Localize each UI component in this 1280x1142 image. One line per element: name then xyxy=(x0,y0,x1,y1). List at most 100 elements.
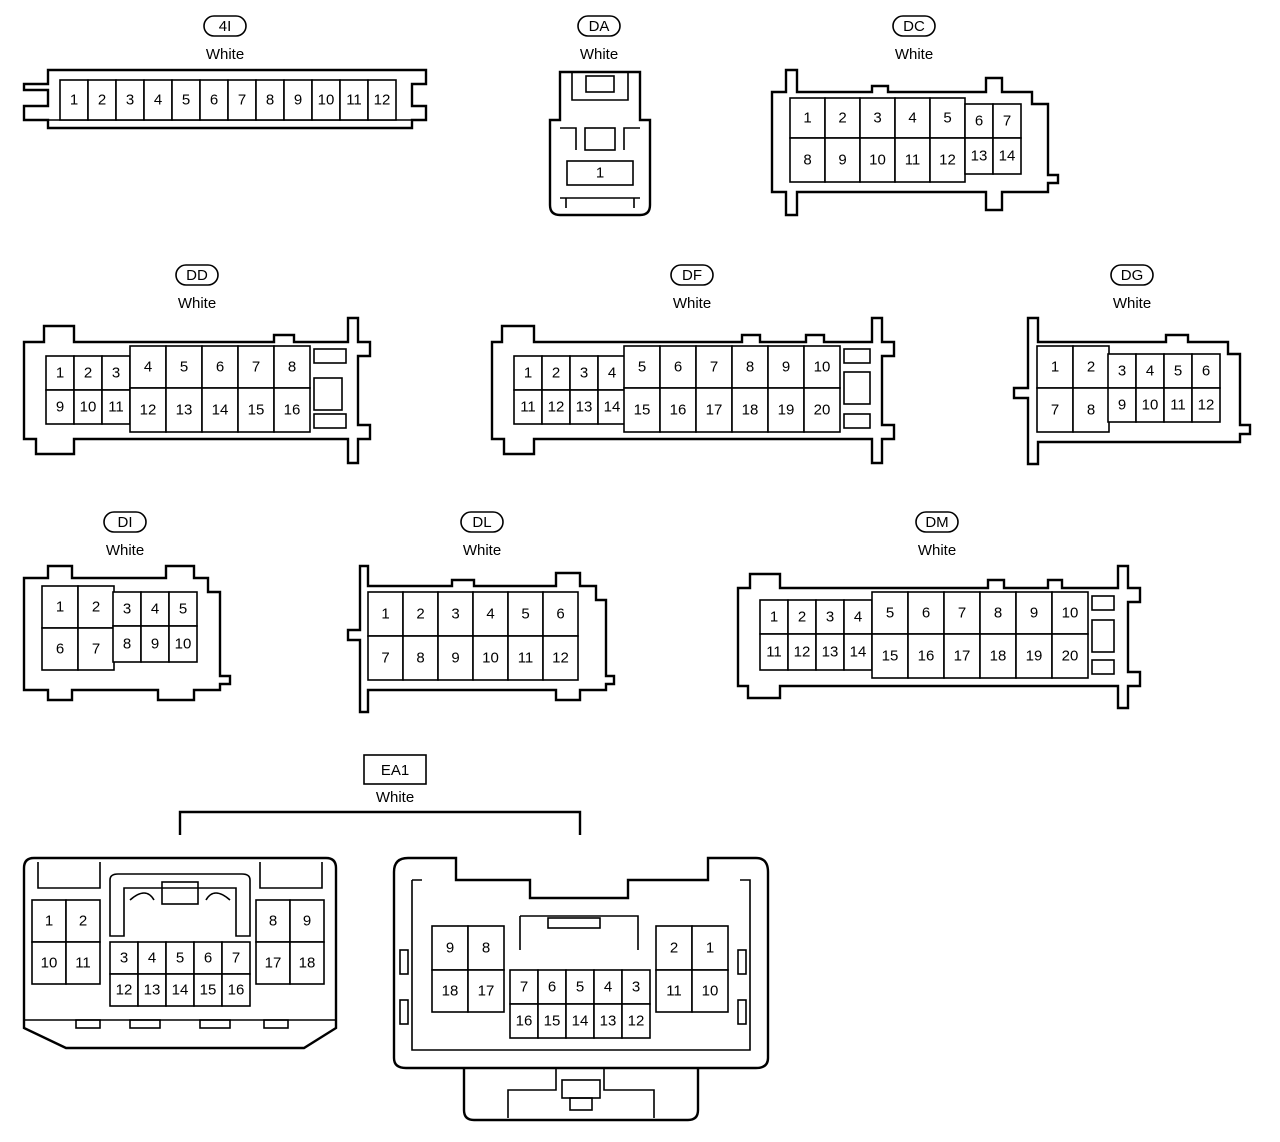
connector-code-badge xyxy=(460,511,504,533)
connector-housing xyxy=(22,564,232,702)
pin-cell xyxy=(843,599,873,635)
pin-number: 4 xyxy=(486,606,494,623)
pin-cell xyxy=(59,79,89,121)
pin-number: 3 xyxy=(632,979,640,996)
pin-cell xyxy=(691,969,729,1013)
pin-cell xyxy=(992,103,1022,139)
pin-number: 14 xyxy=(999,148,1016,165)
pin-number: 10 xyxy=(318,92,335,109)
pin-cell xyxy=(283,79,313,121)
pin-cell xyxy=(273,345,311,389)
housing-rails xyxy=(560,127,640,150)
pin-number: 7 xyxy=(238,92,246,109)
pin-number: 1 xyxy=(706,940,714,957)
pin-cell xyxy=(907,633,945,679)
pin-number: 4 xyxy=(151,601,159,618)
connector-color: White xyxy=(463,542,501,559)
pin-number: 1 xyxy=(524,365,532,382)
pin-number: 3 xyxy=(451,606,459,623)
pin-number: 10 xyxy=(482,650,499,667)
connector-color: White xyxy=(918,542,956,559)
pin-number: 3 xyxy=(826,609,834,626)
pin-number: 7 xyxy=(1003,113,1011,130)
housing-foot xyxy=(129,1019,161,1029)
pin-number: 11 xyxy=(1170,397,1186,414)
skirt-rails xyxy=(507,1068,655,1118)
skirt-lock xyxy=(561,1079,601,1099)
connector-code: 4I xyxy=(219,18,232,35)
pin-number: 4 xyxy=(608,365,616,382)
pin-number: 11 xyxy=(108,399,124,416)
pin-number: 13 xyxy=(822,644,839,661)
ea1-left-housing xyxy=(22,856,338,1050)
pin-number: 9 xyxy=(446,940,454,957)
pin-number: 12 xyxy=(1198,397,1215,414)
connector-housing xyxy=(346,564,616,714)
pin-cell xyxy=(467,969,505,1013)
pin-cell xyxy=(129,387,167,433)
pin-number: 11 xyxy=(518,650,534,667)
pin-number: 14 xyxy=(572,1013,589,1030)
pin-number: 5 xyxy=(182,92,190,109)
connector-housing xyxy=(490,316,896,465)
pin-cell xyxy=(1107,387,1137,423)
connector-code-box xyxy=(363,754,427,785)
pin-number: 8 xyxy=(803,152,811,169)
pin-cell xyxy=(77,627,115,671)
pin-cell xyxy=(165,941,195,975)
pin-number: 6 xyxy=(674,359,682,376)
pin-cell xyxy=(168,625,198,663)
connector-color: White xyxy=(178,295,216,312)
connector-code-badge xyxy=(175,264,219,286)
pin-cell xyxy=(437,635,474,681)
pin-number: 8 xyxy=(416,650,424,667)
pin-number: 2 xyxy=(670,940,678,957)
pin-cell xyxy=(759,599,789,635)
pin-cell xyxy=(467,925,505,971)
pin-number: 4 xyxy=(144,359,152,376)
pin-number: 17 xyxy=(265,955,282,972)
housing-latch xyxy=(571,72,629,101)
housing-slot xyxy=(1091,595,1115,611)
pin-number: 16 xyxy=(284,402,301,419)
pin-cell xyxy=(542,635,579,681)
pin-number: 7 xyxy=(958,605,966,622)
pin-number: 11 xyxy=(75,955,91,972)
connector-code: DI xyxy=(118,514,133,531)
pin-number: 2 xyxy=(552,365,560,382)
pin-number: 2 xyxy=(798,609,806,626)
pin-cell xyxy=(1036,387,1074,433)
pin-cell xyxy=(193,973,223,1007)
pin-number: 3 xyxy=(873,110,881,127)
pin-number: 15 xyxy=(634,402,651,419)
connector-code: DD xyxy=(186,267,208,284)
connector-color: White xyxy=(895,46,933,63)
pin-number: 1 xyxy=(770,609,778,626)
pin-number: 1 xyxy=(1051,359,1059,376)
pin-cell xyxy=(1051,591,1089,635)
pin-cell xyxy=(1072,345,1110,389)
pin-cell xyxy=(367,591,404,637)
housing-latch xyxy=(109,873,251,937)
pin-cell xyxy=(537,969,567,1005)
pin-cell xyxy=(289,941,325,985)
pin-number: 10 xyxy=(1062,605,1079,622)
connector-code: DM xyxy=(925,514,948,531)
pin-number: 12 xyxy=(548,399,565,416)
pin-number: 6 xyxy=(204,950,212,967)
pin-number: 6 xyxy=(556,606,564,623)
pin-number: 5 xyxy=(521,606,529,623)
pin-cell xyxy=(731,387,769,433)
pin-number: 7 xyxy=(381,650,389,667)
pin-cell xyxy=(803,387,841,433)
pin-cell xyxy=(1191,387,1221,423)
pin-number: 16 xyxy=(670,402,687,419)
pin-cell xyxy=(767,345,805,389)
